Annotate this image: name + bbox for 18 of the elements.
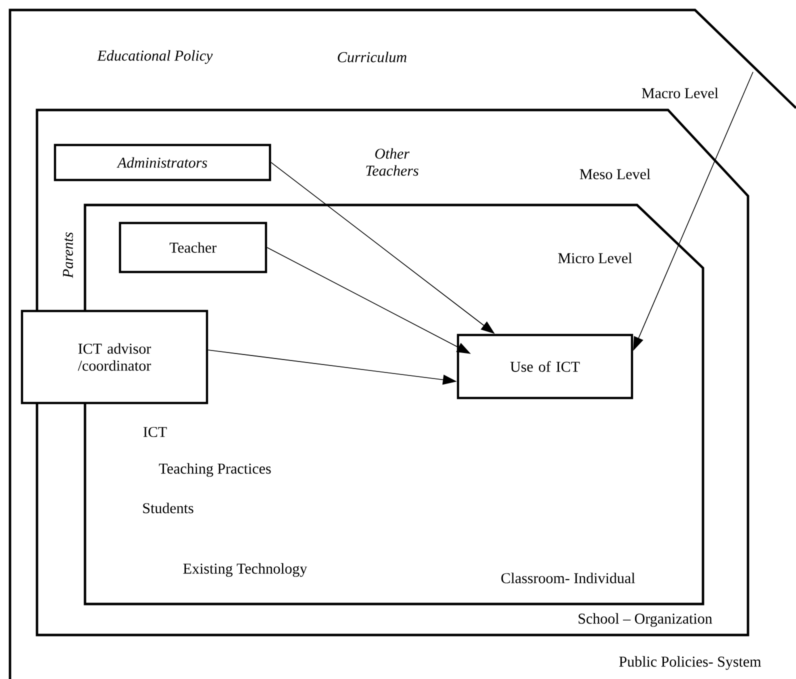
level-label: School – Organization xyxy=(578,613,712,627)
level-label: Teaching Practices xyxy=(158,463,271,477)
level-label: ICT xyxy=(143,426,167,438)
level-label: Public Policies- System xyxy=(619,656,762,670)
level-label: Parents xyxy=(63,232,73,278)
actor-box: Teacher xyxy=(118,222,268,274)
level-label: Macro Level xyxy=(642,88,718,98)
level-label: Educational Policy xyxy=(97,50,213,64)
level-label: Other Teachers xyxy=(366,148,418,176)
actor-box: Administrators xyxy=(54,144,272,182)
level-label: Curriculum xyxy=(338,52,406,62)
level-label: Meso Level xyxy=(580,168,650,180)
level-label: Micro Level xyxy=(558,252,632,264)
level-label: Students xyxy=(143,502,194,514)
advisor-box: ICT advisor /coordinator xyxy=(20,310,208,404)
outcome-box: Use of ICT xyxy=(456,334,634,400)
level-label: Classroom- Individual xyxy=(501,572,635,584)
level-label: Existing Technology xyxy=(183,563,308,577)
